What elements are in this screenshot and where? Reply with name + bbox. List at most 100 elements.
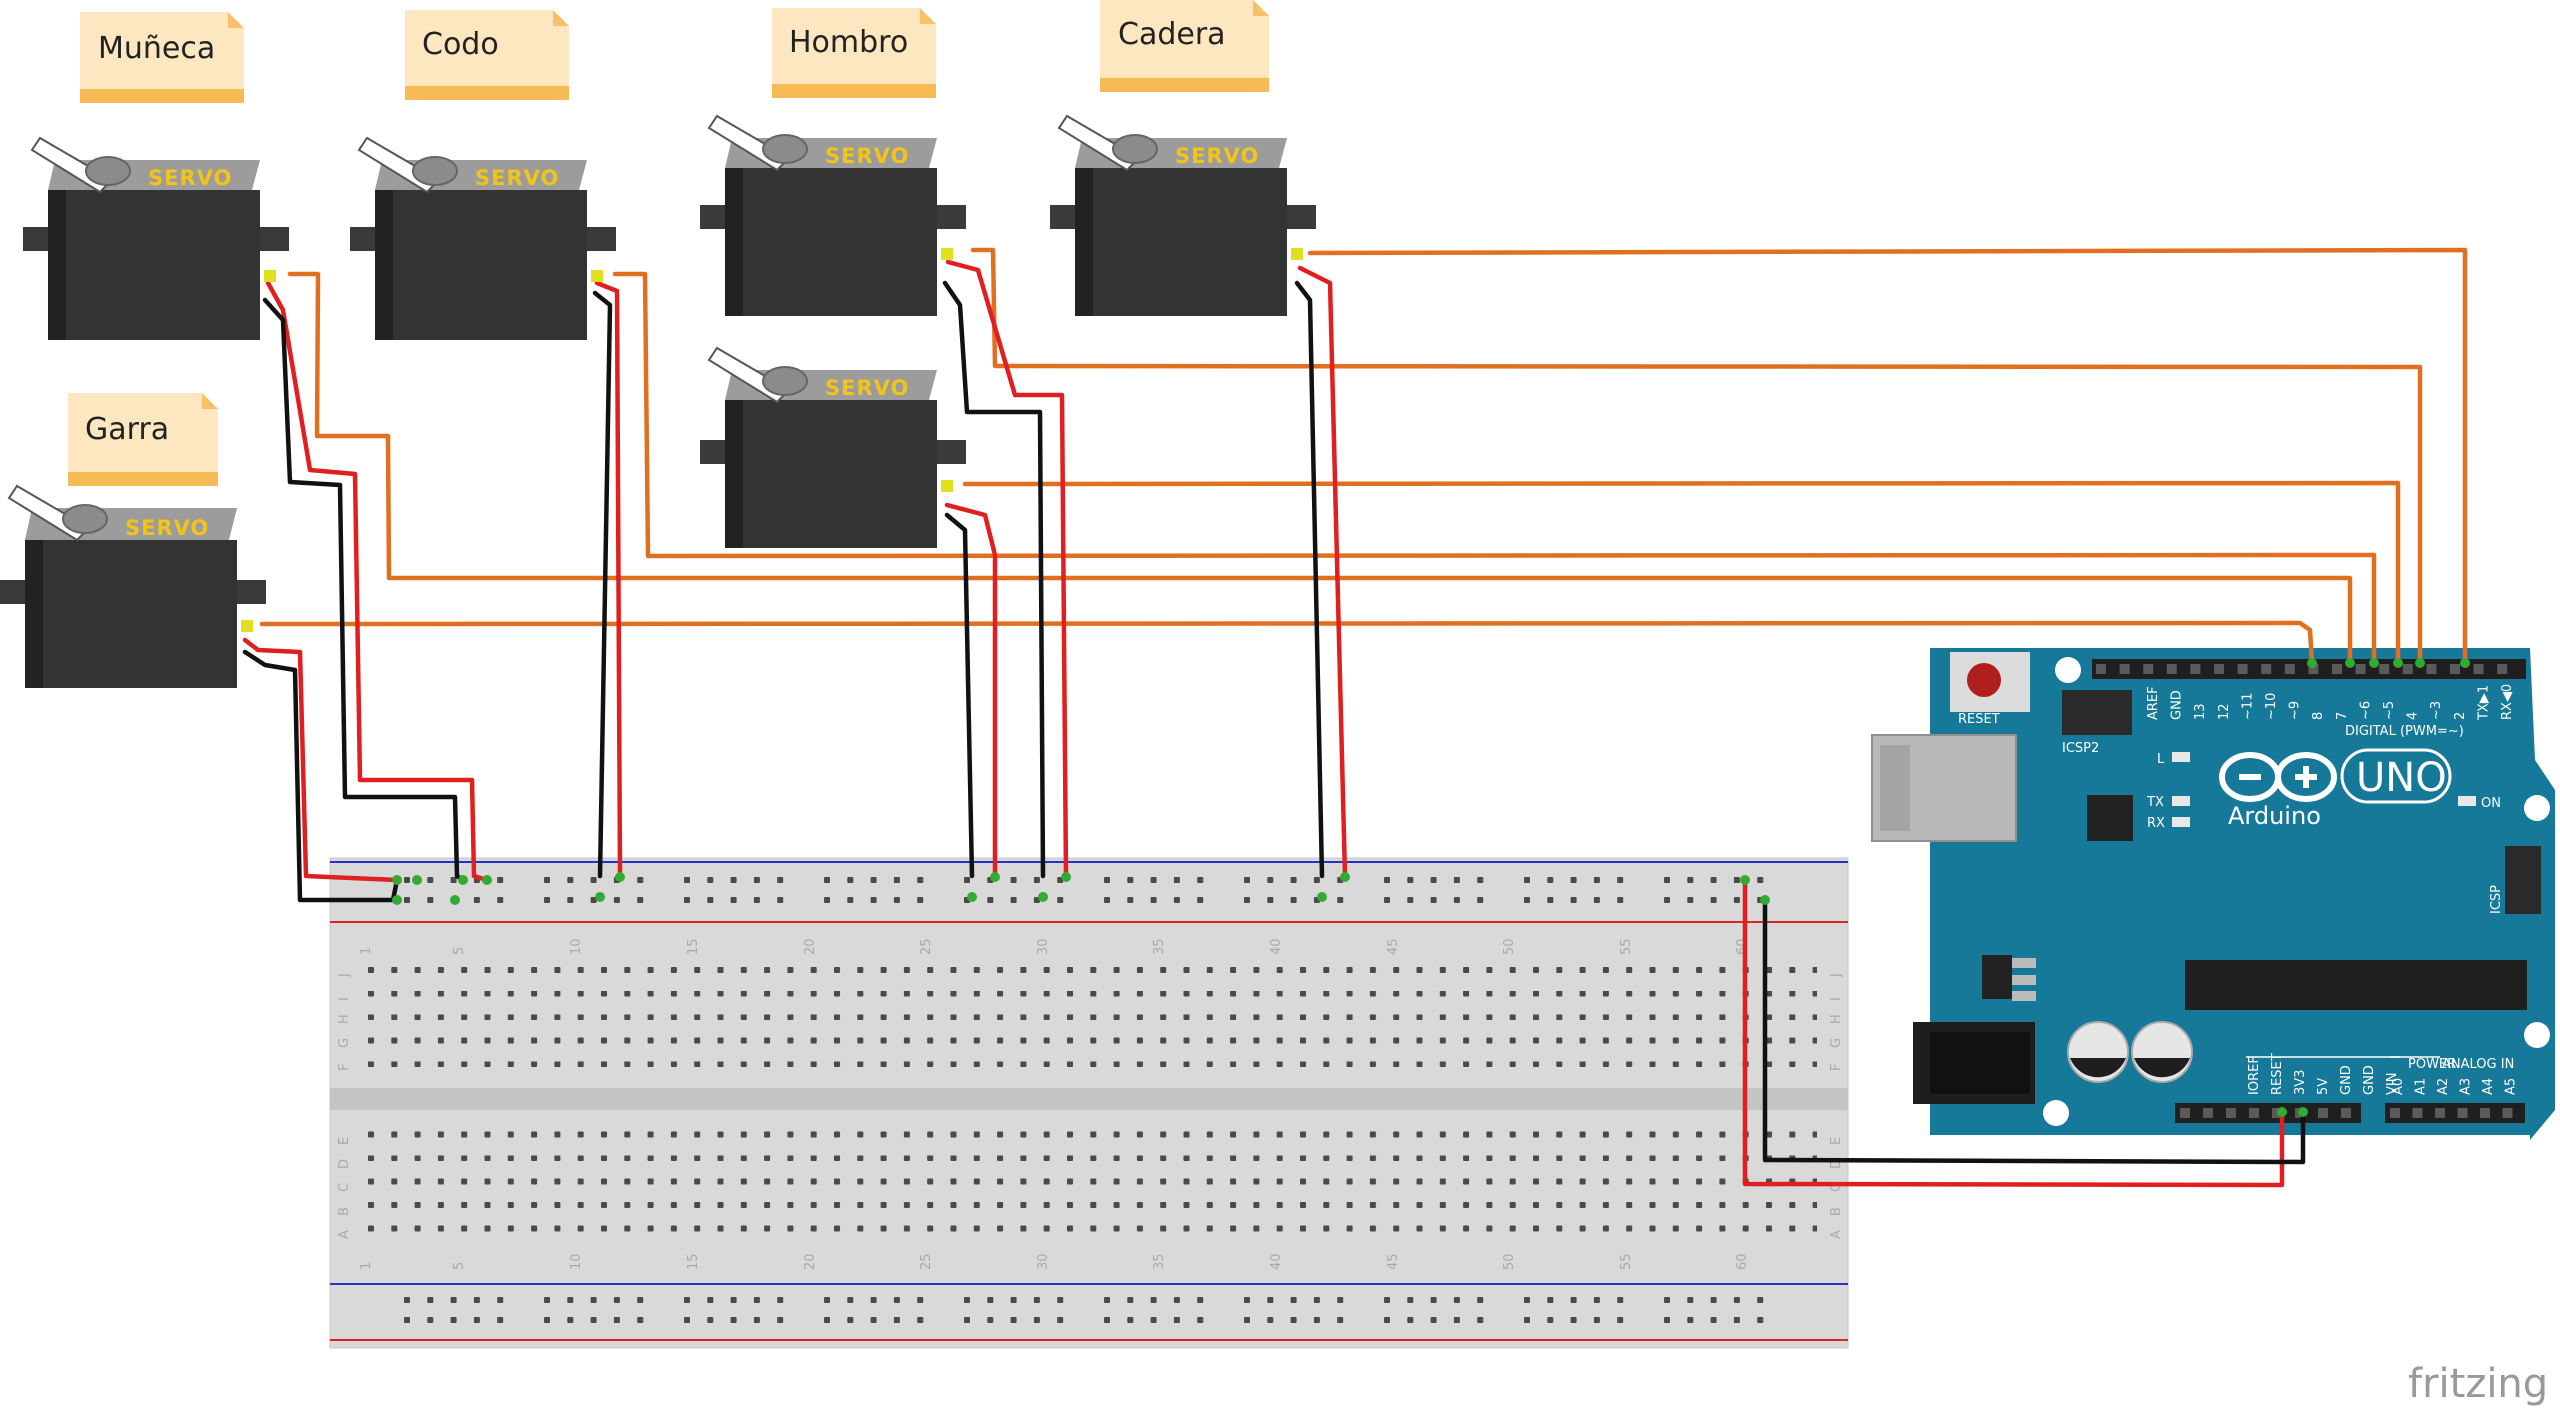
- analog-pin-holes: [2390, 1108, 2513, 1118]
- svg-text:ICSP: ICSP: [2489, 885, 2504, 914]
- rail-hole: [637, 1317, 644, 1323]
- pin-label: A0: [2391, 1078, 2406, 1095]
- svg-text:Cadera: Cadera: [1118, 17, 1226, 52]
- rail-hole: [1430, 897, 1437, 903]
- rail-hole: [1244, 1297, 1250, 1303]
- rail-hole: [1173, 1297, 1180, 1303]
- rail-hole: [1127, 877, 1134, 883]
- svg-text:I: I: [1829, 997, 1844, 1001]
- power-wire-servo-mid: [944, 502, 998, 879]
- header-pin: [2390, 1108, 2400, 1118]
- rail-hole: [870, 1317, 877, 1323]
- rail-hole: [1104, 1297, 1110, 1303]
- endpoint-dot: [615, 872, 625, 882]
- rail-hole: [1524, 877, 1530, 883]
- svg-text:Arduino: Arduino: [2228, 802, 2321, 830]
- rail-hole: [427, 877, 434, 883]
- rail-hole: [1010, 1317, 1017, 1323]
- note-cadera: Cadera: [1100, 0, 1269, 92]
- svg-text:TX: TX: [2146, 795, 2164, 810]
- led-on: [2458, 796, 2476, 806]
- rail-hole: [1173, 877, 1180, 883]
- rail-hole: [1733, 1317, 1740, 1323]
- header-pin: [2457, 1108, 2468, 1118]
- rail-hole: [1710, 877, 1717, 883]
- rail-hole: [427, 1297, 434, 1303]
- svg-text:50: 50: [1502, 1253, 1517, 1270]
- rail-hole: [473, 1317, 480, 1323]
- ground-wire-arduino: [1762, 897, 2306, 1165]
- header-pin: [2402, 664, 2413, 674]
- pin-label: A3: [2459, 1078, 2474, 1095]
- rail-hole: [730, 897, 737, 903]
- rail-hole: [1524, 1317, 1530, 1323]
- endpoint-dot: [967, 892, 977, 902]
- rail-hole: [1477, 877, 1484, 883]
- rail-hole: [427, 1317, 434, 1323]
- rail-hole: [1664, 1297, 1670, 1303]
- header-pin: [2318, 1108, 2328, 1118]
- rail-hole: [567, 1317, 574, 1323]
- rail-hole: [637, 1297, 644, 1303]
- column-numbers-top: 1 5 10 15 20 25 30 35 40 45 50 55 60: [359, 938, 1750, 955]
- endpoint-dot: [450, 895, 460, 905]
- rail-hole: [450, 1297, 457, 1303]
- pin-label: A5: [2504, 1078, 2519, 1095]
- rail-hole: [1733, 897, 1740, 903]
- svg-text:E: E: [337, 1137, 352, 1145]
- rail-hole: [1453, 1297, 1460, 1303]
- rail-hole: [1197, 1297, 1204, 1303]
- reset-button-cap[interactable]: [1967, 663, 2001, 697]
- row-letters-left: J I H G F E D C B A: [337, 973, 352, 1239]
- pin-label: 4: [2406, 712, 2421, 720]
- rail-hole: [450, 1317, 457, 1323]
- header-pin: [2284, 664, 2295, 674]
- rail-hole: [1127, 897, 1134, 903]
- header-pin: [2379, 664, 2390, 674]
- rail-hole: [893, 1317, 900, 1323]
- note-garra: Garra: [68, 393, 218, 486]
- svg-text:E: E: [1829, 1137, 1844, 1145]
- svg-text:SERVO: SERVO: [125, 516, 209, 540]
- pin-label: ~5: [2382, 701, 2397, 720]
- rail-hole: [473, 897, 480, 903]
- rail-hole: [613, 1317, 620, 1323]
- fritzing-watermark: fritzing: [2408, 1361, 2548, 1407]
- svg-text:30: 30: [1036, 938, 1051, 955]
- header-pin: [2237, 664, 2248, 674]
- svg-text:G: G: [337, 1038, 352, 1048]
- svg-text:H: H: [337, 1014, 352, 1024]
- power-wire-cadera: [1297, 265, 1348, 879]
- pin-label: ~9: [2288, 701, 2303, 720]
- rail-hole: [824, 897, 830, 903]
- rail-hole: [1384, 897, 1390, 903]
- svg-text:L: L: [2157, 752, 2165, 767]
- header-pin: [2096, 664, 2106, 674]
- rail-hole: [1617, 1317, 1624, 1323]
- icsp2-header: [2062, 690, 2132, 735]
- signal-wire-garra: [259, 620, 2315, 666]
- endpoint-dot: [392, 875, 402, 885]
- svg-text:1: 1: [359, 1262, 374, 1270]
- rail-hole: [1290, 877, 1297, 883]
- svg-text:J: J: [1829, 973, 1844, 978]
- endpoint-dot: [990, 872, 1000, 882]
- rail-hole: [777, 877, 784, 883]
- rail-hole: [1547, 1297, 1554, 1303]
- rail-hole: [1524, 1297, 1530, 1303]
- svg-text:25: 25: [919, 1253, 934, 1270]
- rail-hole: [707, 897, 714, 903]
- svg-text:D: D: [1829, 1159, 1844, 1169]
- servo-munieca: SERVO: [23, 136, 289, 340]
- rail-hole: [1313, 1297, 1320, 1303]
- rail-hole: [1384, 1297, 1390, 1303]
- svg-text:F: F: [1829, 1064, 1844, 1071]
- rail-hole: [1057, 1317, 1064, 1323]
- pin-label: AREF: [2146, 686, 2161, 720]
- svg-text:D: D: [337, 1159, 352, 1169]
- rail-hole: [544, 897, 550, 903]
- rail-hole: [684, 1297, 690, 1303]
- header-pin: [2261, 664, 2272, 674]
